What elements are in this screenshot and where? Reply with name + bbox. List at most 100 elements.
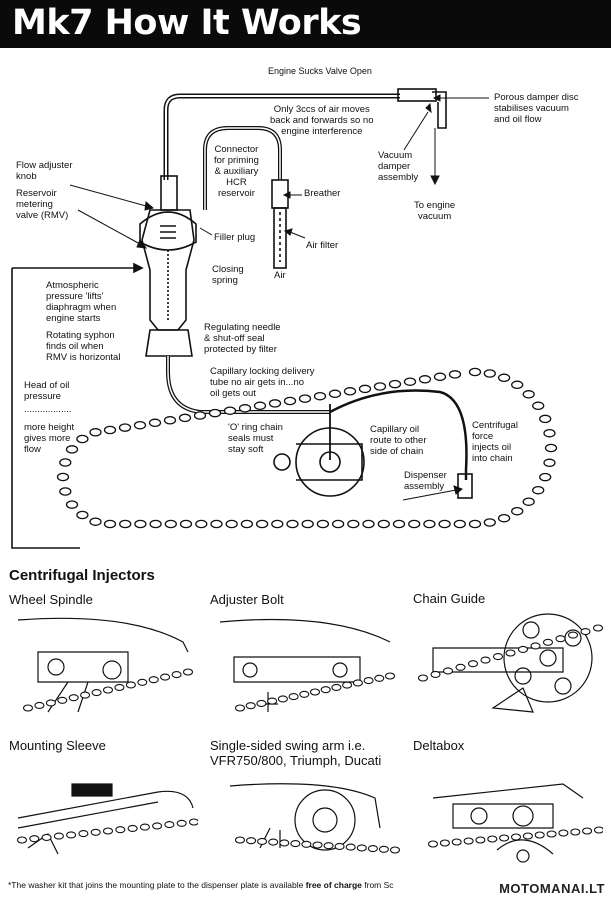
label-vacuum-damper: Vacuum damper assembly xyxy=(378,150,419,183)
chain-link xyxy=(29,835,40,843)
chain-link xyxy=(367,845,378,853)
label-to-engine-vacuum: To engine vacuum xyxy=(414,200,456,222)
footer-note: *The washer kit that joins the mounting … xyxy=(8,880,394,890)
chain-link xyxy=(497,513,511,523)
chain-link xyxy=(580,628,591,636)
title-banner: Mk7 How It Works xyxy=(0,0,611,48)
chain-link xyxy=(78,830,89,838)
chain-link xyxy=(102,686,114,694)
chain-link xyxy=(358,384,372,394)
label-porous-damper: Porous damper disc stabilises vacuum and… xyxy=(494,92,579,125)
chain-link xyxy=(592,624,603,632)
footer-text-end: from Sc xyxy=(361,880,394,890)
chain-link xyxy=(301,840,312,848)
chain-link xyxy=(320,686,331,694)
chain-link xyxy=(530,642,541,650)
chain-link xyxy=(89,428,102,437)
chain-link xyxy=(115,826,126,834)
chain-link xyxy=(408,519,421,529)
chain-link xyxy=(45,699,56,707)
chain-link xyxy=(76,434,89,444)
chain-link xyxy=(139,823,150,831)
label-filler-plug: Filler plug xyxy=(214,232,256,243)
footer-text-bold: free of charge xyxy=(305,880,362,890)
chain-link xyxy=(487,835,498,843)
chain-link xyxy=(543,428,556,438)
watermark-logo: MOTOMANAI.LT xyxy=(499,881,605,896)
chain-link xyxy=(448,370,462,379)
chain-link xyxy=(301,519,314,529)
chain-link xyxy=(543,458,556,468)
chain-link xyxy=(392,519,406,529)
chain-link xyxy=(178,413,192,423)
chain-link xyxy=(152,822,163,830)
chain-link xyxy=(283,396,297,406)
chain-link xyxy=(195,519,208,529)
chain-link xyxy=(505,649,516,657)
chain-link xyxy=(268,838,279,846)
panel-title-chain-guide: Chain Guide xyxy=(413,591,486,606)
chain-link xyxy=(34,701,45,709)
chain-link xyxy=(430,670,441,678)
chain-link xyxy=(188,818,198,826)
chain-link xyxy=(253,401,267,411)
chain-link xyxy=(299,690,310,698)
chain-link xyxy=(534,831,545,839)
chain-link xyxy=(53,832,64,840)
chain-link xyxy=(208,408,222,418)
label-more-height: more height gives more flow xyxy=(24,422,75,455)
chain-link xyxy=(246,837,257,845)
label-capillary-oil: Capillary oil route to other side of cha… xyxy=(370,424,427,457)
chain-link xyxy=(313,391,327,401)
chain-link xyxy=(255,519,269,529)
chain-link xyxy=(103,425,117,435)
chain-link xyxy=(517,645,529,653)
label-capillary-locking: Capillary locking delivery tube no air g… xyxy=(210,366,315,399)
chain-link xyxy=(323,842,334,850)
chain-link xyxy=(127,824,138,832)
chain-link xyxy=(384,672,396,680)
label-head-of-oil: Head of oil pressure xyxy=(24,380,70,402)
panel-illustration-adjuster-bolt xyxy=(219,618,396,712)
chain-link xyxy=(463,837,474,845)
label-regulating-needle: Regulating needle & shut-off seal protec… xyxy=(204,322,281,355)
chain-link xyxy=(352,679,363,687)
chain-link xyxy=(497,373,511,383)
chain-link xyxy=(532,401,545,411)
chain-link xyxy=(539,414,552,424)
chain-link xyxy=(522,497,535,506)
chain-link xyxy=(492,653,504,661)
chain-link xyxy=(68,694,79,702)
chain-link xyxy=(328,389,342,399)
chain-link xyxy=(234,704,246,712)
chain-link xyxy=(451,838,462,846)
chain-link xyxy=(163,416,177,425)
chain-link xyxy=(271,519,284,529)
chain-link xyxy=(164,519,177,529)
chain-link xyxy=(388,379,402,389)
chain-link xyxy=(374,674,385,682)
chain-link xyxy=(149,519,162,529)
label-dispenser: Dispenser assembly xyxy=(404,470,447,492)
chain-link xyxy=(182,668,194,676)
chain-link xyxy=(345,843,356,851)
chain-link xyxy=(475,836,486,844)
chain-link xyxy=(57,696,68,704)
panel-title-adjuster-bolt: Adjuster Bolt xyxy=(210,592,284,607)
section-title: Centrifugal Injectors xyxy=(9,567,155,584)
label-air: Air xyxy=(274,270,286,281)
chain-link xyxy=(234,836,246,844)
panel-illustration-chain-guide xyxy=(417,613,603,713)
chain-link xyxy=(316,519,330,529)
chain-link xyxy=(442,667,454,675)
label-centrifugal-force: Centrifugal force injects oil into chain xyxy=(472,420,518,464)
chain-link xyxy=(65,500,79,509)
chain-link xyxy=(467,660,479,668)
label-only-3ccs: Only 3ccs of air moves back and forwards… xyxy=(270,104,374,137)
label-rotating-syphon: Rotating syphon finds oil when RMV is ho… xyxy=(46,330,121,363)
label-reservoir-metering: Reservoir metering valve (RMV) xyxy=(16,188,69,221)
chain-link xyxy=(257,837,268,845)
chain-link xyxy=(134,519,147,529)
chain-link xyxy=(103,519,117,529)
